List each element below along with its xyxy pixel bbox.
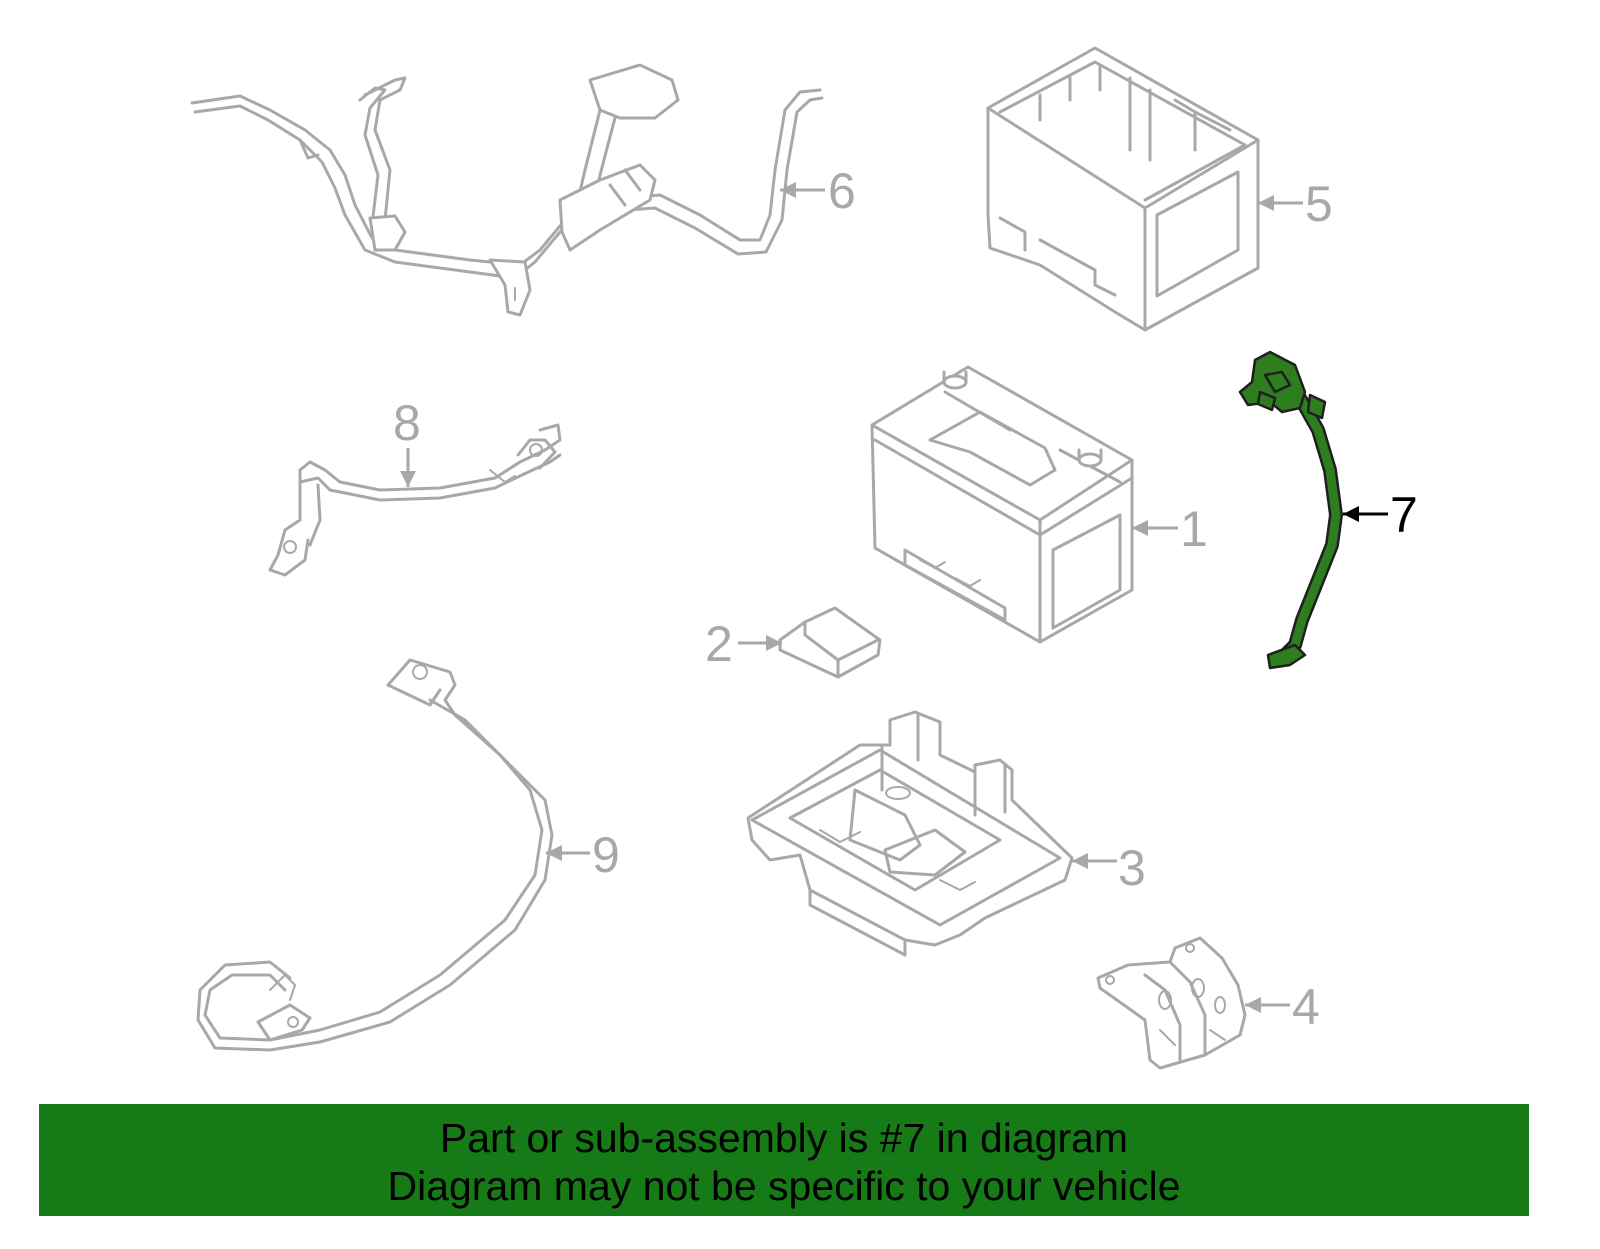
callout-3-label: 3 [1118, 840, 1146, 896]
part-8-cable[interactable] [268, 423, 562, 577]
callout-9: 9 [546, 827, 620, 883]
callout-5-label: 5 [1305, 176, 1333, 232]
callout-3: 3 [1072, 840, 1146, 896]
part-6-harness[interactable] [190, 63, 824, 317]
part-1-battery[interactable] [870, 365, 1134, 644]
callout-2-label: 2 [705, 616, 733, 672]
callout-7: 7 [1343, 487, 1418, 543]
callout-9-label: 9 [592, 827, 620, 883]
callout-4: 4 [1245, 979, 1320, 1035]
part-9-cable[interactable] [196, 658, 554, 1052]
callout-8-label: 8 [393, 395, 421, 451]
callout-4-label: 4 [1292, 979, 1320, 1035]
callout-5: 5 [1258, 176, 1333, 232]
part-7-cable-highlighted[interactable] [1238, 350, 1343, 670]
callout-1-label: 1 [1180, 501, 1208, 557]
callout-8: 8 [393, 395, 421, 487]
part-5-battery-box[interactable] [986, 46, 1260, 332]
part-4-bracket[interactable] [1096, 936, 1247, 1070]
banner-line-2: Diagram may not be specific to your vehi… [387, 1163, 1181, 1209]
callout-1: 1 [1132, 501, 1208, 557]
callout-2: 2 [705, 616, 782, 672]
info-banner: Part or sub-assembly is #7 in diagram Di… [39, 1104, 1529, 1216]
banner-line-1: Part or sub-assembly is #7 in diagram [439, 1115, 1129, 1161]
part-3-tray[interactable] [746, 710, 1074, 957]
callout-6-label: 6 [828, 163, 856, 219]
callout-7-label: 7 [1390, 487, 1418, 543]
part-2-pad[interactable] [778, 606, 882, 679]
callout-6: 6 [780, 163, 856, 219]
